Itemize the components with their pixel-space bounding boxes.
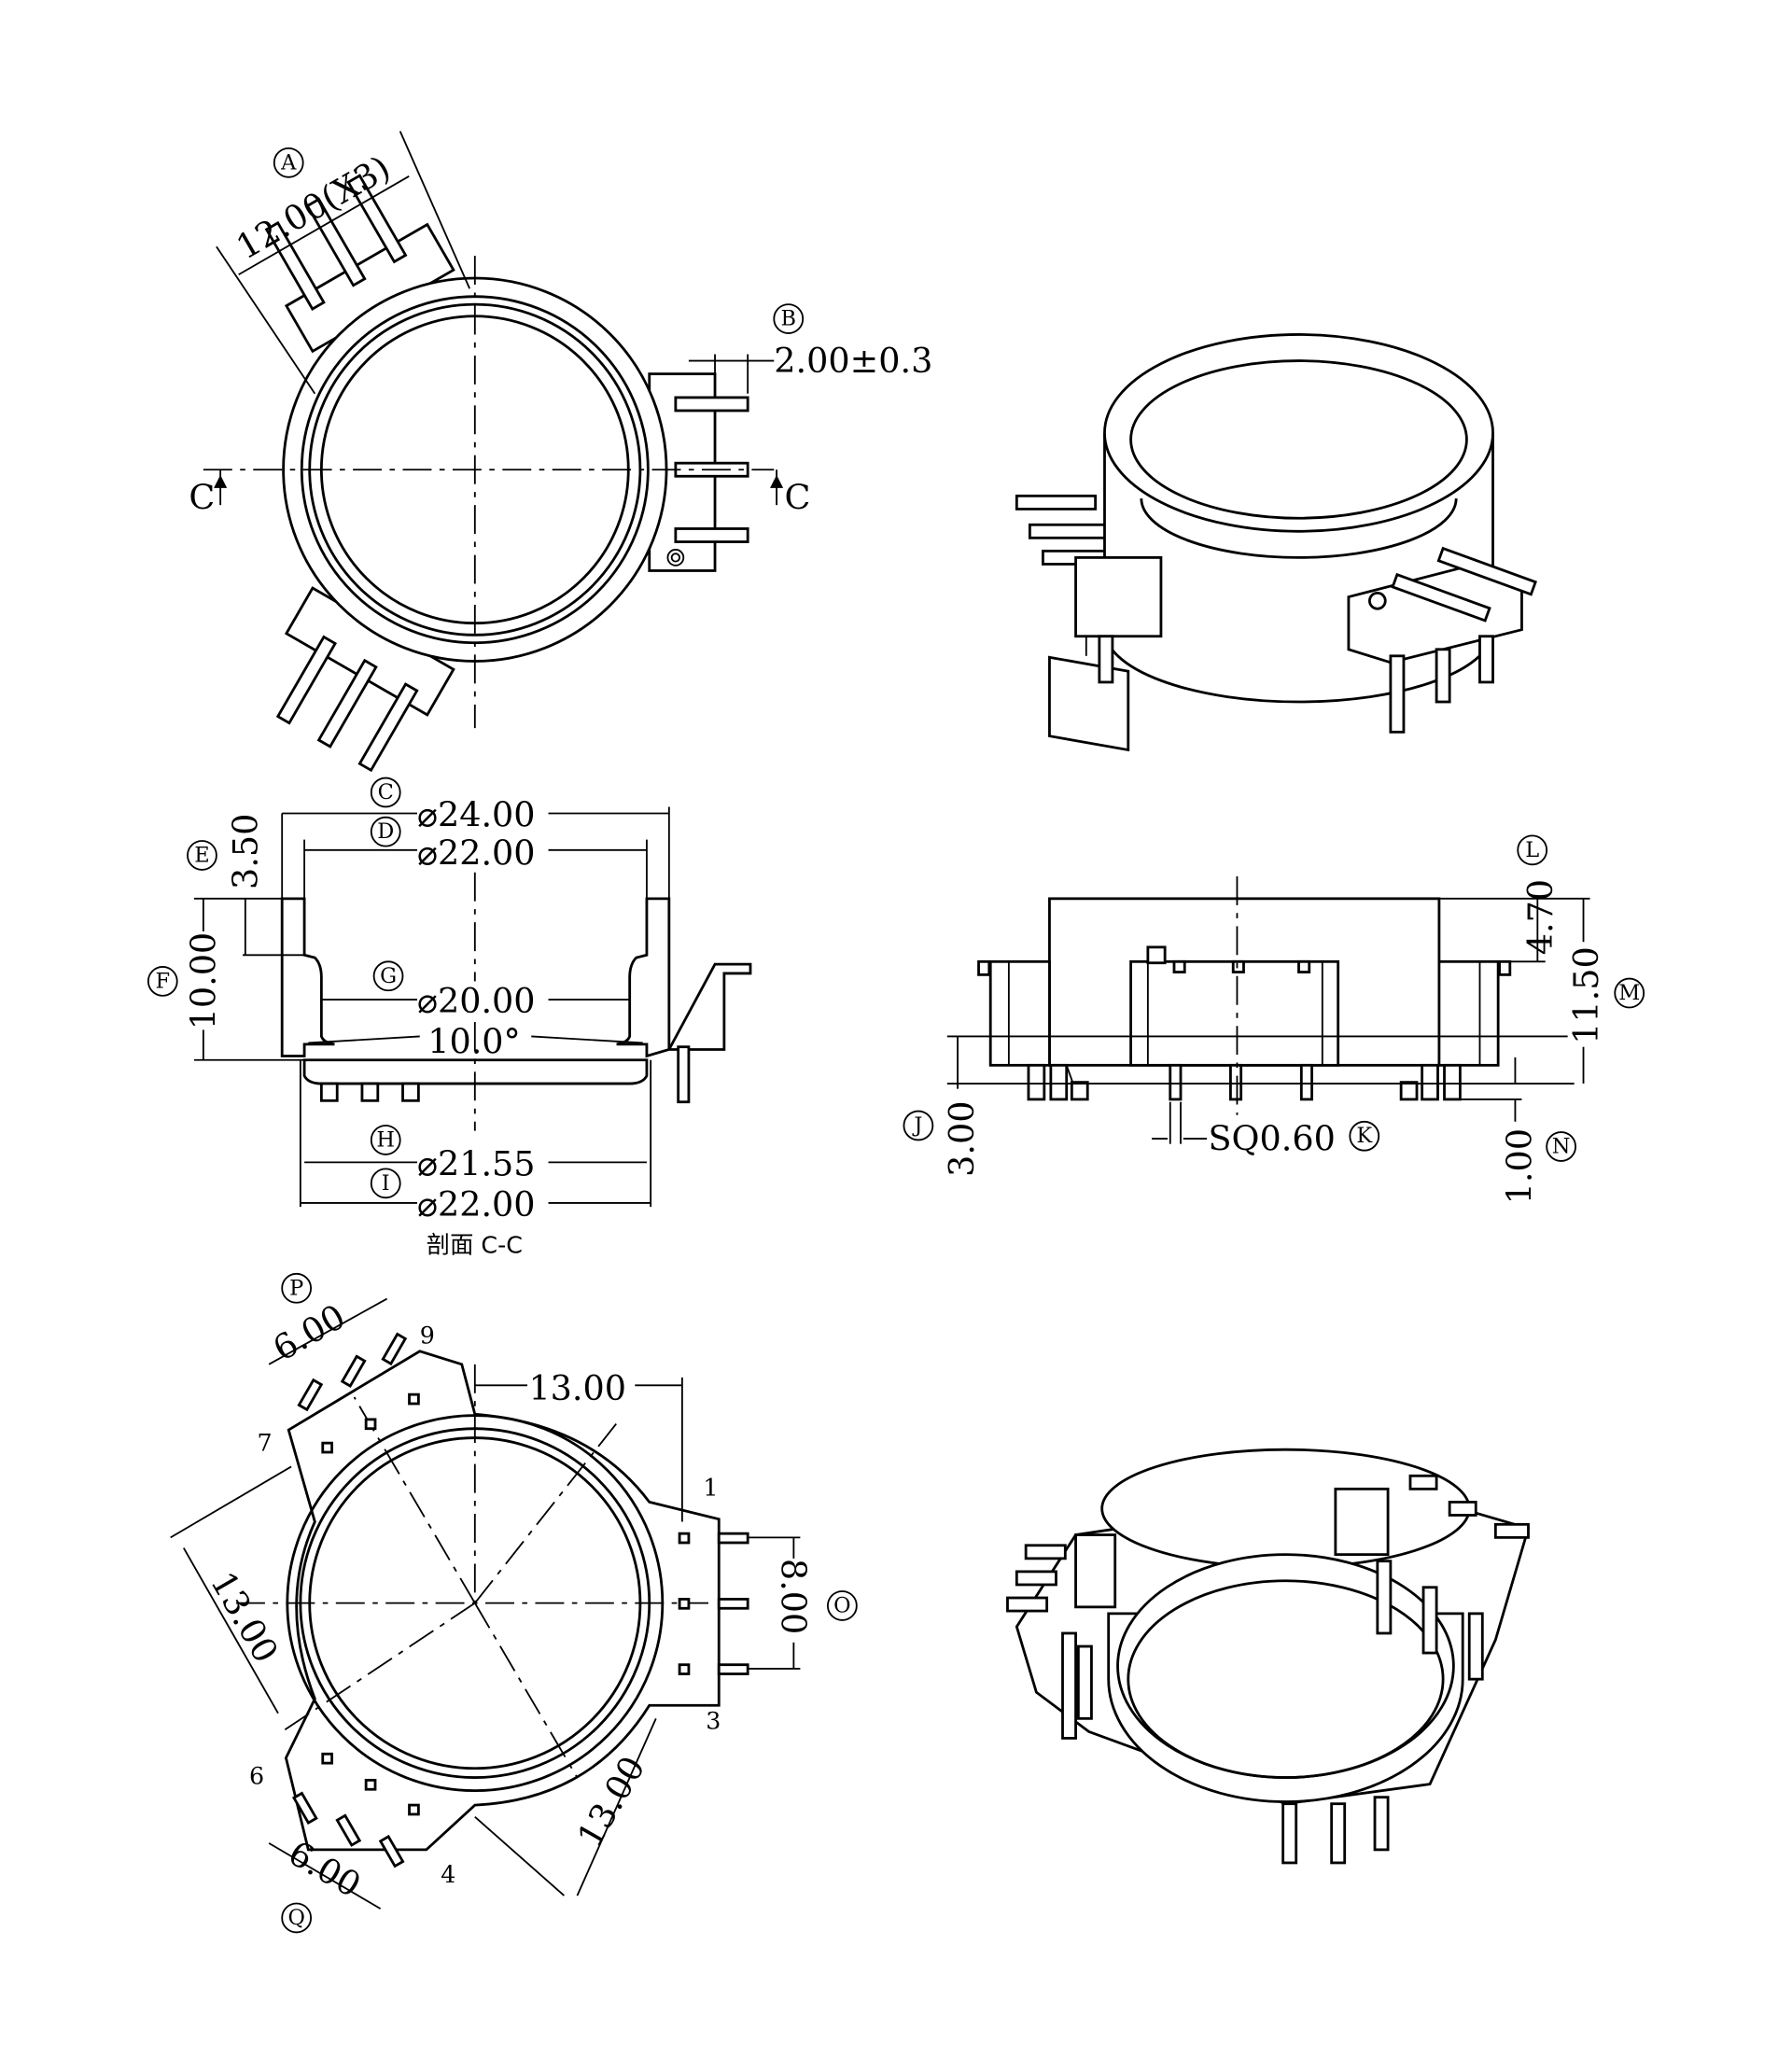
dim-e-text: 3.50 [225,814,265,889]
dim-p-text: 6.00 [266,1296,352,1369]
bubble-m: M [1618,981,1640,1005]
side-pins [1027,1063,1462,1101]
bubble-n: N [1552,1135,1571,1159]
isometric-view-top [1015,333,1537,752]
top-view: C C 12.00(X3) A 2.00±0.3 B [189,131,932,773]
bubble-l: L [1525,838,1539,862]
pin-label-3: 3 [706,1708,721,1735]
pin-label-9: 9 [420,1322,435,1349]
bubble-b: B [780,307,796,331]
dim-13-left-text: 13.00 [203,1565,287,1670]
dim-n-text: 1.00 [1499,1128,1539,1204]
bottom-pins [291,1332,749,1868]
section-marker-left: C [189,477,215,517]
dim-b-text: 2.00±0.3 [774,341,932,381]
section-view-c-c: ⌀24.00 ⌀22.00 C D 3.50 E 10.00 F ⌀20.00 … [147,777,752,1258]
bubble-h: H [376,1127,395,1152]
bubble-k: K [1356,1124,1373,1148]
dim-d-text: ⌀22.00 [417,833,536,873]
bubble-c: C [378,780,394,805]
dim-o-text: 8.00 [774,1559,814,1634]
bottom-view: 1 3 4 6 7 9 13.00 8.00 O 13.00 13.00 6.0… [170,1272,858,1934]
dim-13-top-text: 13.00 [528,1368,626,1408]
bubble-d: D [377,819,394,844]
bubble-p: P [289,1276,303,1300]
dim-f-text: 10.00 [184,932,224,1030]
bubble-a: A [280,150,297,175]
bubble-g: G [380,964,397,988]
dim-k-text: SQ0.60 [1209,1119,1336,1159]
dim-g-text: ⌀20.00 [417,981,536,1021]
pin-label-7: 7 [257,1430,272,1457]
bubble-i: I [382,1171,390,1196]
bottom-left-pin-block [275,586,455,773]
section-caption: 剖面 C-C [427,1231,523,1258]
dim-c-text: ⌀24.00 [417,795,536,835]
pin-label-4: 4 [441,1861,455,1888]
pin-label-1: 1 [703,1474,718,1501]
dim-j-text: 3.00 [942,1100,982,1176]
bubble-q: Q [287,1906,304,1930]
dim-l-text: 4.70 [1520,879,1561,955]
bubble-f: F [155,969,170,993]
bubble-o: O [833,1593,850,1617]
side-view: 3.00 J SQ0.60 K 4.70 L 11.50 M 1.00 N [903,834,1645,1204]
pin-label-6: 6 [249,1763,264,1790]
angle-text: 10.0° [427,1022,521,1062]
dim-m-text: 11.50 [1566,946,1606,1044]
bubble-j: J [912,1113,922,1138]
dim-h-text: ⌀21.55 [417,1143,536,1183]
bubble-e: E [194,843,209,867]
isometric-view-bottom [1006,1448,1531,1865]
dim-i-text: ⌀22.00 [417,1184,536,1224]
section-marker-right: C [785,477,811,517]
